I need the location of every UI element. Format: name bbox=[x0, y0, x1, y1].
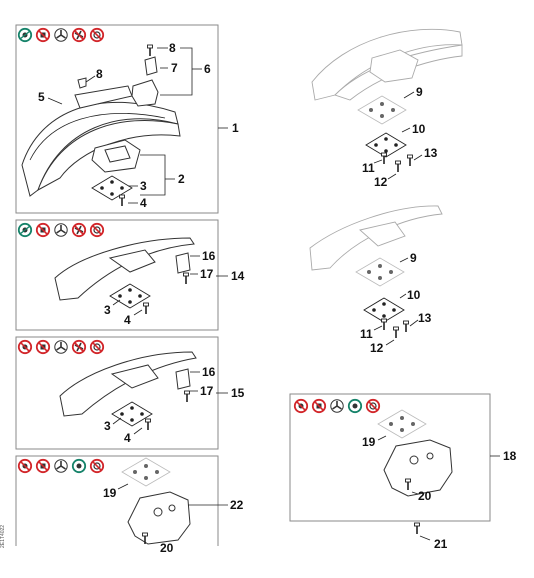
panel-4-tool-icons bbox=[17, 458, 105, 474]
plate-10 bbox=[363, 297, 405, 323]
panel-4-frame bbox=[15, 455, 219, 546]
callout-3: 3 bbox=[104, 303, 111, 317]
forbidden-metal-blade-icon bbox=[35, 27, 51, 43]
clamp-7 bbox=[131, 79, 159, 107]
panel-2: 16 17 14 3 4 bbox=[15, 219, 245, 331]
callout-12: 12 bbox=[370, 341, 384, 355]
drawing-code: 2E1T4022 bbox=[0, 525, 6, 548]
callout-9: 9 bbox=[410, 251, 417, 265]
panel-18-tool-icons bbox=[293, 398, 381, 414]
callout-14: 14 bbox=[231, 269, 245, 283]
forbidden-metal-blade-icon bbox=[35, 222, 51, 238]
forbidden-grass-blade-icon bbox=[54, 340, 68, 354]
callout-3: 3 bbox=[140, 179, 147, 193]
plate-19 bbox=[377, 409, 427, 439]
callout-11: 11 bbox=[360, 327, 373, 341]
forbidden-grass-blade-icon bbox=[54, 28, 68, 42]
blade-guard bbox=[59, 351, 197, 417]
panel-18: 19 18 20 21 bbox=[289, 393, 517, 551]
callout-20: 20 bbox=[418, 489, 432, 503]
callout-12: 12 bbox=[374, 175, 388, 189]
callout-6: 6 bbox=[204, 62, 211, 76]
callout-19: 19 bbox=[362, 435, 376, 449]
callout-17: 17 bbox=[200, 267, 214, 281]
callout-4: 4 bbox=[124, 313, 131, 327]
allowed-mowing-head-icon bbox=[17, 222, 33, 238]
callout-18: 18 bbox=[503, 449, 517, 463]
plate-9 bbox=[355, 257, 405, 287]
panel-2-frame bbox=[15, 219, 219, 331]
panel-1-tool-icons bbox=[17, 27, 105, 43]
skirt-16 bbox=[175, 368, 191, 390]
callout-16: 16 bbox=[202, 365, 216, 379]
forbidden-grass-blade-icon bbox=[54, 223, 68, 237]
callout-13: 13 bbox=[418, 311, 432, 325]
blade-guard bbox=[54, 237, 195, 301]
allowed-brush-knife-icon bbox=[71, 458, 87, 474]
blade-guard-ghost bbox=[309, 205, 443, 271]
forbidden-saw-blade-icon bbox=[89, 27, 105, 43]
callout-8-left: 8 bbox=[96, 67, 103, 81]
forbidden-brush-knife-icon bbox=[71, 222, 87, 238]
plate-19 bbox=[121, 457, 171, 487]
forbidden-saw-blade-icon bbox=[365, 398, 381, 414]
forbidden-mowing-head-icon bbox=[17, 339, 33, 355]
panel-18-frame bbox=[289, 393, 491, 522]
callout-9: 9 bbox=[416, 85, 423, 99]
allowed-brush-knife-icon bbox=[347, 398, 363, 414]
forbidden-metal-blade-icon bbox=[35, 339, 51, 355]
callout-4: 4 bbox=[140, 196, 147, 210]
screw-8 bbox=[77, 77, 87, 89]
callout-15: 15 bbox=[231, 386, 245, 400]
callout-7: 7 bbox=[171, 61, 178, 75]
callout-21: 21 bbox=[434, 537, 448, 551]
callout-8-top: 8 bbox=[169, 41, 176, 55]
forbidden-saw-blade-icon bbox=[89, 222, 105, 238]
forbidden-metal-blade-icon bbox=[311, 398, 327, 414]
callout-2: 2 bbox=[178, 172, 185, 186]
forbidden-mowing-head-icon bbox=[293, 398, 309, 414]
callout-19: 19 bbox=[103, 486, 117, 500]
assembly-right-top: 9 10 11 13 12 bbox=[311, 28, 463, 189]
callout-3: 3 bbox=[104, 419, 111, 433]
callout-13: 13 bbox=[424, 146, 438, 160]
callout-20: 20 bbox=[160, 541, 174, 555]
forbidden-saw-blade-icon bbox=[89, 458, 105, 474]
skirt-16 bbox=[175, 252, 191, 274]
panel-3: 16 17 15 3 4 bbox=[15, 336, 245, 450]
assembly-right-middle: 9 10 11 13 12 bbox=[309, 205, 443, 355]
forbidden-brush-knife-icon bbox=[71, 27, 87, 43]
clamp-part-7 bbox=[144, 56, 158, 76]
panel-2-tool-icons bbox=[17, 222, 105, 238]
plate-9 bbox=[357, 95, 407, 125]
plate-3 bbox=[91, 175, 133, 201]
saw-guard bbox=[127, 491, 191, 545]
panel-1-frame bbox=[15, 24, 219, 214]
grass-guard-skirt bbox=[37, 120, 181, 192]
forbidden-grass-blade-icon bbox=[54, 459, 68, 473]
allowed-mowing-head-icon bbox=[17, 27, 33, 43]
callout-22: 22 bbox=[230, 498, 244, 512]
callout-11: 11 bbox=[362, 161, 375, 175]
forbidden-saw-blade-icon bbox=[89, 339, 105, 355]
forbidden-grass-blade-icon bbox=[330, 399, 344, 413]
callout-16: 16 bbox=[202, 249, 216, 263]
callout-10: 10 bbox=[412, 122, 426, 136]
panel-3-tool-icons bbox=[17, 339, 105, 355]
callout-1: 1 bbox=[232, 121, 239, 135]
callout-4: 4 bbox=[124, 431, 131, 445]
callout-5: 5 bbox=[38, 90, 45, 104]
saw-guard bbox=[383, 439, 453, 497]
panel-4: 19 22 20 bbox=[15, 455, 244, 555]
allowed-brush-knife-icon bbox=[71, 339, 87, 355]
callout-17: 17 bbox=[200, 384, 214, 398]
panel-1: 8 7 6 8 5 1 3 2 4 bbox=[15, 24, 239, 214]
callout-10: 10 bbox=[407, 288, 421, 302]
forbidden-mowing-head-icon bbox=[17, 458, 33, 474]
forbidden-metal-blade-icon bbox=[35, 458, 51, 474]
